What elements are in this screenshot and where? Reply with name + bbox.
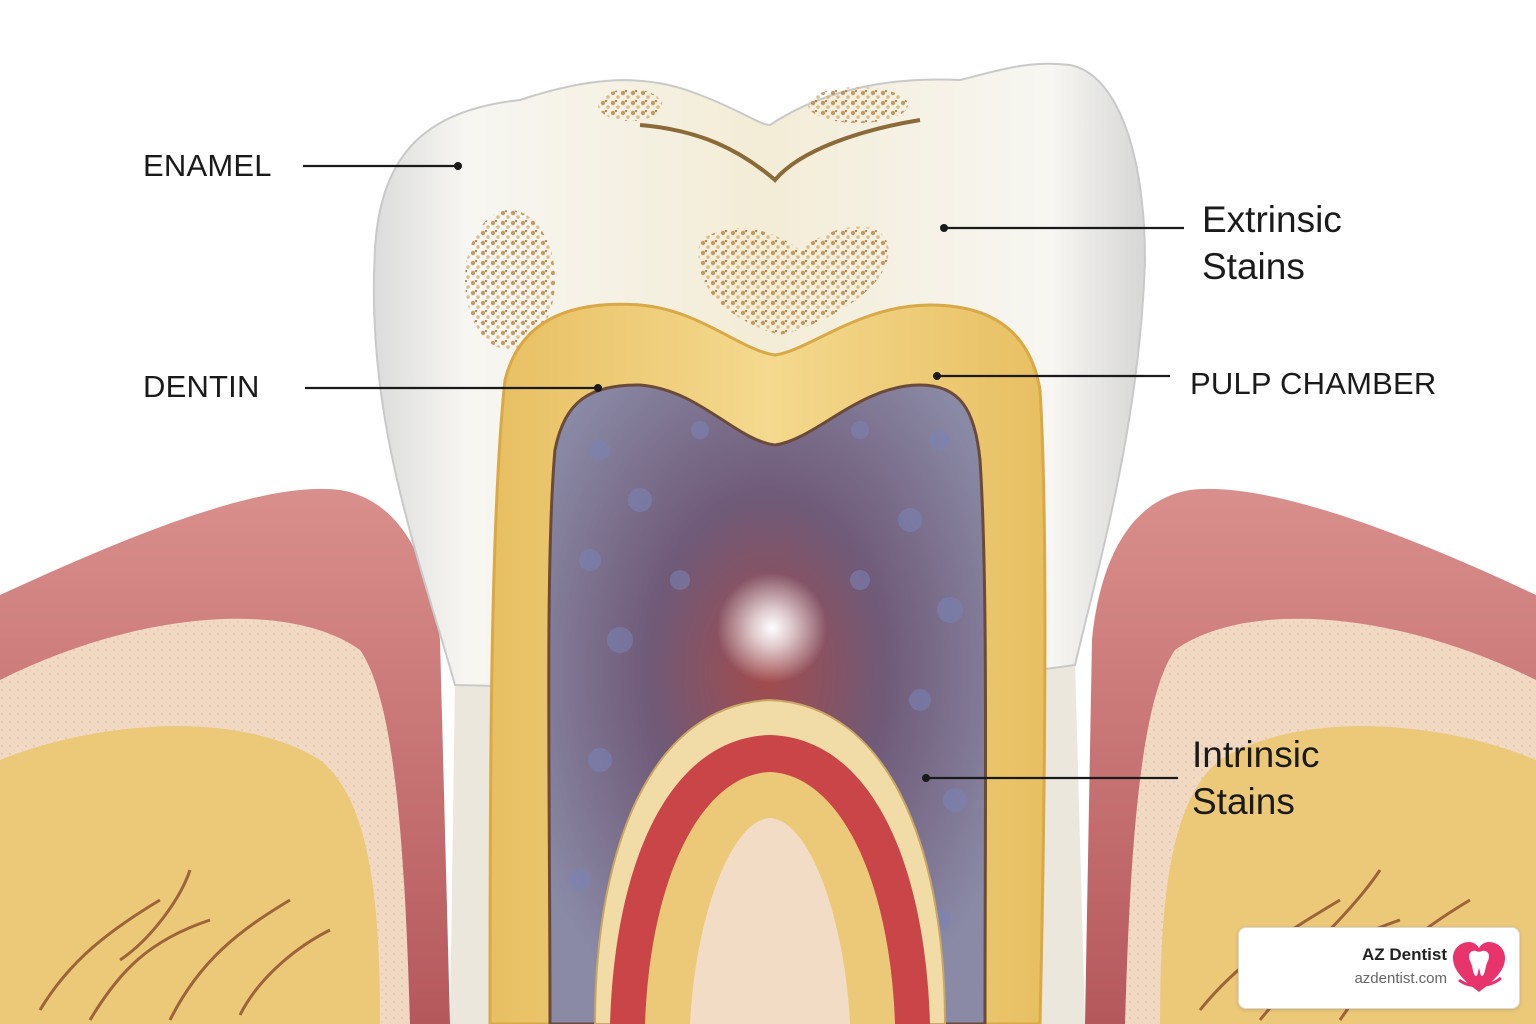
intrinsic-label-line1: Intrinsic [1192, 734, 1320, 775]
pulp-chamber-pointer-dot [933, 372, 941, 380]
canal-core [690, 818, 850, 1024]
extrinsic-stains-label: Extrinsic Stains [1202, 196, 1342, 290]
heart-tooth-icon [1453, 942, 1505, 992]
extrinsic-pointer-dot [940, 224, 948, 232]
intrinsic-stain-spots [569, 421, 967, 931]
pulp-chamber-label: PULP CHAMBER [1190, 366, 1437, 401]
intrinsic-pointer-dot [922, 774, 930, 782]
brand-url: azdentist.com [1354, 970, 1447, 987]
dentin-label: DENTIN [143, 369, 260, 404]
intrinsic-stains-label: Intrinsic Stains [1192, 731, 1319, 825]
intrinsic-label-line2: Stains [1192, 781, 1295, 822]
extrinsic-label-line1: Extrinsic [1202, 199, 1342, 240]
enamel-label: ENAMEL [143, 148, 272, 183]
occlusal-fissure [639, 118, 921, 183]
brand-watermark[interactable]: AZ Dentist azdentist.com [1238, 927, 1520, 1009]
gum-left [0, 488, 450, 1024]
dentin-pointer-dot [594, 384, 602, 392]
enamel-pointer-dot [454, 162, 462, 170]
pulp-glow [717, 573, 827, 683]
brand-name: AZ Dentist [1362, 945, 1447, 964]
bone-tissue-left [0, 606, 440, 1024]
extrinsic-stain-patches [465, 87, 908, 350]
gum-right [1085, 488, 1536, 1024]
extrinsic-label-line2: Stains [1202, 246, 1305, 287]
